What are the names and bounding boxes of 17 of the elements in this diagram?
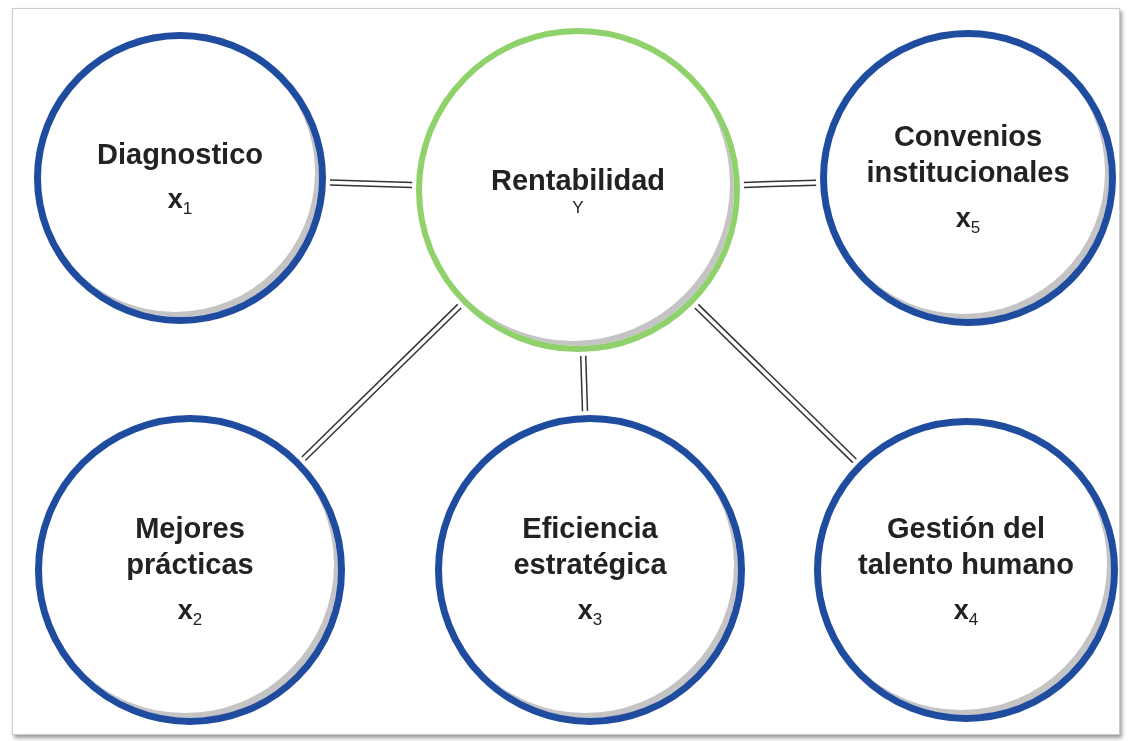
double-line-connector xyxy=(694,303,858,464)
variable-symbol: x$_{5}$ xyxy=(955,202,981,238)
double-line-connector xyxy=(580,355,589,412)
double-line-connector xyxy=(329,179,413,189)
double-line-connector xyxy=(301,303,462,462)
variable-name: Convenios institucionales xyxy=(865,119,1071,191)
variable-name: Rentabilidad xyxy=(491,162,665,198)
variable-symbol: x$_{4}$ xyxy=(953,594,979,630)
variable-name: Eficiencia estratégica xyxy=(512,511,668,583)
double-line-connector xyxy=(743,179,817,189)
variable-name: Mejores prácticas xyxy=(125,511,255,583)
variable-name: Gestión del talento humano xyxy=(857,511,1075,583)
variable-symbol: x$_{2}$ xyxy=(177,594,203,630)
variable-symbol: x$_{3}$ xyxy=(577,594,603,630)
variable-symbol: x$_{1}$ xyxy=(167,184,193,220)
variable-symbol: Y xyxy=(572,198,584,219)
variable-name: Diagnostico xyxy=(97,137,263,173)
